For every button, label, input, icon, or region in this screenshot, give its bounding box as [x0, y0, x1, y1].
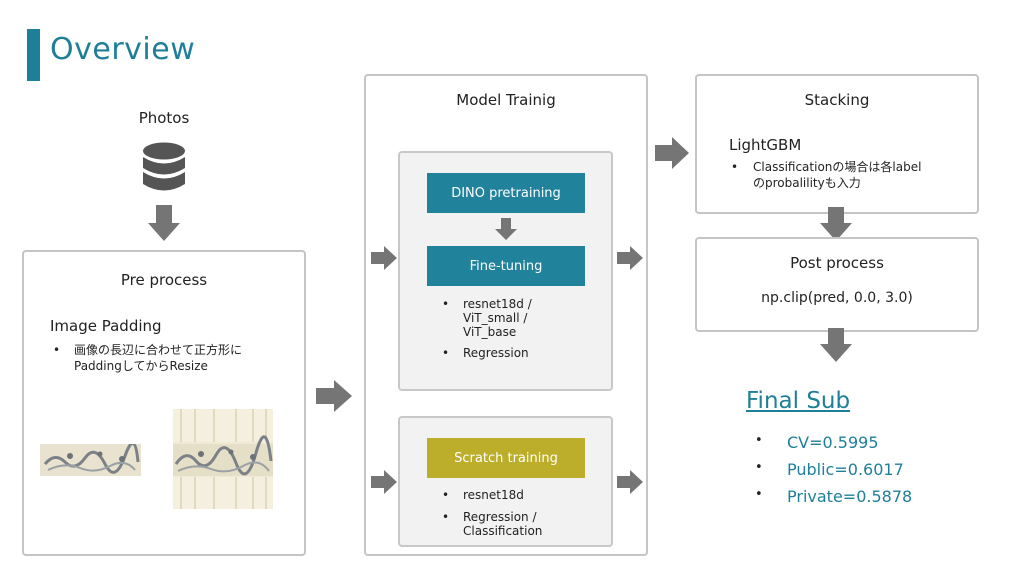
stacking-bullet-line2: のprobalilityも入力 — [753, 176, 861, 190]
finetune-models-line1: resnet18d / — [463, 297, 532, 311]
scratch-training-block: Scratch training — [427, 438, 585, 478]
bullet-dot: • — [442, 346, 450, 360]
postprocess-title: Post process — [790, 254, 884, 272]
arrow-down-photos — [148, 205, 180, 241]
arrow-down-dino — [495, 218, 517, 240]
arrow-into-scratch — [371, 470, 397, 494]
preprocess-panel — [22, 250, 306, 556]
preprocess-title: Pre process — [120, 271, 208, 289]
final-score-cv: CV=0.5995 — [787, 433, 879, 452]
scratch-task-line2: Classification — [463, 524, 543, 538]
preprocess-bullet-line1: 画像の長辺に合わせて正方形に — [74, 343, 243, 357]
photos-label: Photos — [138, 109, 190, 127]
scratch-box — [398, 416, 613, 547]
fine-tuning-block: Fine-tuning — [427, 246, 585, 286]
postprocess-panel — [695, 237, 979, 332]
database-icon — [143, 142, 185, 191]
bullet-dot: • — [442, 488, 450, 502]
preprocess-heading: Image Padding — [50, 317, 162, 335]
scratch-bullet-task: • Regression / Classification — [442, 510, 602, 538]
scratch-bullet-model: • resnet18d — [442, 488, 602, 502]
bullet-dot: • — [731, 160, 739, 174]
final-score-item: • CV=0.5995 — [755, 433, 975, 460]
postprocess-body: np.clip(pred, 0.0, 3.0) — [761, 290, 913, 306]
arrow-down-post — [820, 328, 852, 362]
arrow-right-preprocess — [316, 380, 352, 412]
stacking-heading: LightGBM — [729, 136, 802, 154]
arrow-into-finetune — [371, 246, 397, 270]
arrow-out-finetune — [617, 246, 643, 270]
bullet-dot: • — [442, 510, 450, 524]
sample-image-original — [40, 444, 141, 476]
bullet-dot: • — [442, 297, 450, 311]
stacking-bullet-line1: Classificationの場合は各label — [753, 160, 922, 174]
model-training-title: Model Trainig — [456, 91, 556, 109]
final-score-item: • Private=0.5878 — [755, 487, 975, 514]
final-score-list: • CV=0.5995 • Public=0.6017 • Private=0.… — [755, 433, 975, 514]
bullet-dot: • — [755, 487, 763, 502]
final-score-public: Public=0.6017 — [787, 460, 904, 479]
arrow-right-model — [655, 137, 689, 169]
finetune-models-line2: ViT_small / — [463, 311, 528, 325]
finetune-bullet-models: • resnet18d / ViT_small / ViT_base — [442, 297, 602, 339]
final-score-item: • Public=0.6017 — [755, 460, 975, 487]
final-score-private: Private=0.5878 — [787, 487, 913, 506]
scratch-task-line1: Regression / — [463, 510, 537, 524]
scratch-model-text: resnet18d — [463, 488, 524, 502]
finetune-task-text: Regression — [463, 346, 529, 360]
finetune-models-line3: ViT_base — [463, 325, 517, 339]
finetune-bullet-task: • Regression — [442, 346, 602, 360]
bullet-dot: • — [755, 460, 763, 475]
arrow-out-scratch — [617, 470, 643, 494]
sample-image-padded — [173, 409, 273, 509]
bullet-dot: • — [53, 343, 61, 357]
page-title: Overview — [50, 32, 196, 67]
stacking-title: Stacking — [804, 91, 870, 109]
preprocess-bullet-line2: PaddingしてからResize — [74, 359, 208, 373]
final-sub-title: Final Sub — [746, 388, 851, 414]
dino-pretraining-block: DINO pretraining — [427, 173, 585, 213]
bullet-dot: • — [755, 433, 763, 448]
stacking-bullet: • Classificationの場合は各label のprobalilityも… — [731, 160, 971, 190]
preprocess-bullet: • 画像の長辺に合わせて正方形に PaddingしてからResize — [53, 343, 293, 373]
arrow-down-stacking — [820, 207, 852, 241]
title-accent-bar — [27, 29, 40, 81]
